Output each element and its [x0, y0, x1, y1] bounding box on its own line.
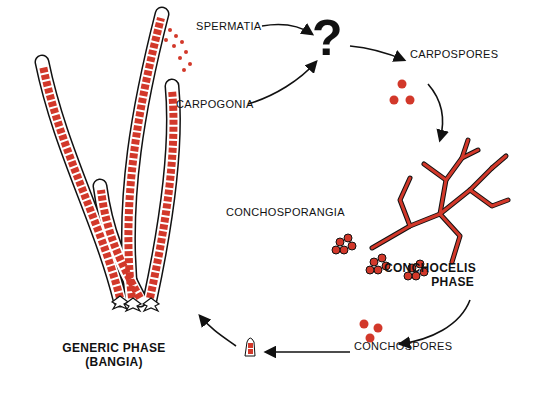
holdfasts — [112, 296, 159, 311]
structure-label: CONCHOSPORANGIA — [226, 206, 356, 219]
phase-label: GENERIC PHASE (BANGIA) — [44, 342, 184, 370]
unknown-mark: ? — [312, 10, 352, 68]
stage-label: CONCHOSPORES — [354, 340, 454, 353]
stage-label: SPERMATIA — [196, 20, 276, 33]
germling — [245, 338, 255, 356]
stage-label: CARPOSPORES — [410, 48, 510, 61]
conchospore-dots — [360, 320, 383, 343]
stage-label: CARPOGONIA — [176, 98, 256, 111]
phase-label: CONCHOCELIS PHASE — [384, 262, 474, 290]
conchocelis-filament — [372, 140, 508, 262]
bangia-filaments — [42, 14, 173, 300]
cycle-arrows — [200, 24, 470, 352]
spermatia-dots — [164, 28, 192, 72]
carpospore-dots — [390, 80, 415, 105]
